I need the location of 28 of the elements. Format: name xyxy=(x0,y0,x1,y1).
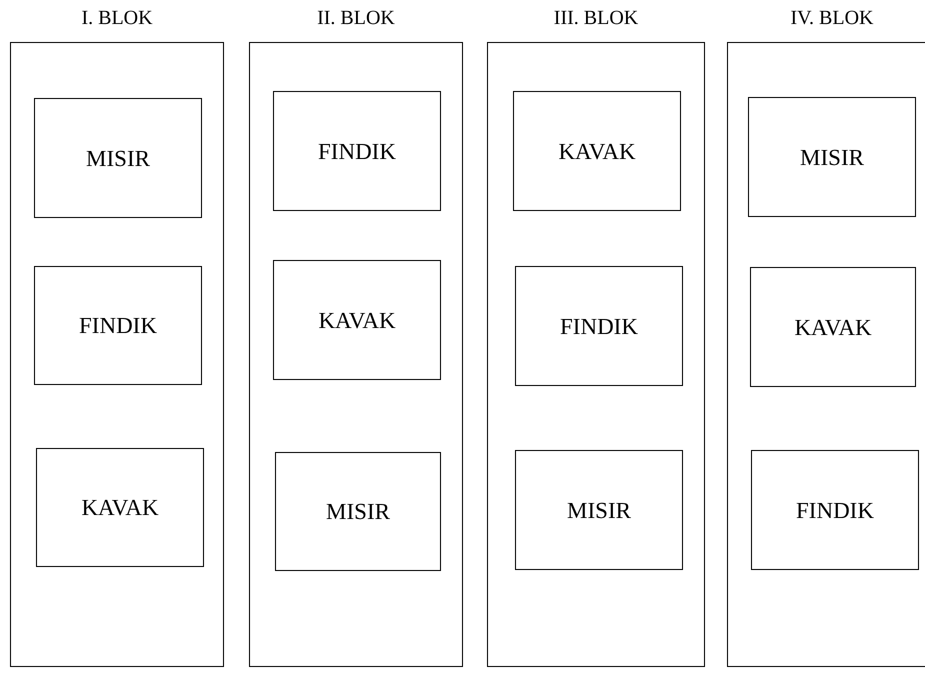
crop-label: KAVAK xyxy=(794,316,872,338)
plot-box xyxy=(275,452,441,571)
crop-label: MISIR xyxy=(86,146,150,170)
block-heading: IV. BLOK xyxy=(790,8,874,28)
plot-box xyxy=(750,267,916,387)
plot-box xyxy=(273,91,441,211)
crop-label: MISIR xyxy=(800,146,864,168)
plot-box xyxy=(34,266,202,385)
crop-label: FINDIK xyxy=(79,314,157,337)
block-heading: III. BLOK xyxy=(552,8,640,28)
plot-box xyxy=(751,450,919,570)
crop-label: FINDIK xyxy=(560,314,638,338)
crop-label: FINDIK xyxy=(796,498,874,522)
crop-label: KAVAK xyxy=(318,308,396,332)
plot-box xyxy=(273,260,441,380)
crop-label: MISIR xyxy=(326,500,390,523)
plot-box xyxy=(515,266,683,386)
crop-label: KAVAK xyxy=(81,496,159,519)
crop-label: FINDIK xyxy=(318,140,396,162)
plot-box xyxy=(36,448,204,567)
block-heading: I. BLOK xyxy=(80,8,154,28)
plot-box xyxy=(34,98,202,218)
crop-label: KAVAK xyxy=(558,140,636,162)
crop-label: MISIR xyxy=(567,498,631,522)
plot-box xyxy=(515,450,683,570)
plot-box xyxy=(748,97,916,217)
block-heading: II. BLOK xyxy=(316,8,396,28)
plot-box xyxy=(513,91,681,211)
